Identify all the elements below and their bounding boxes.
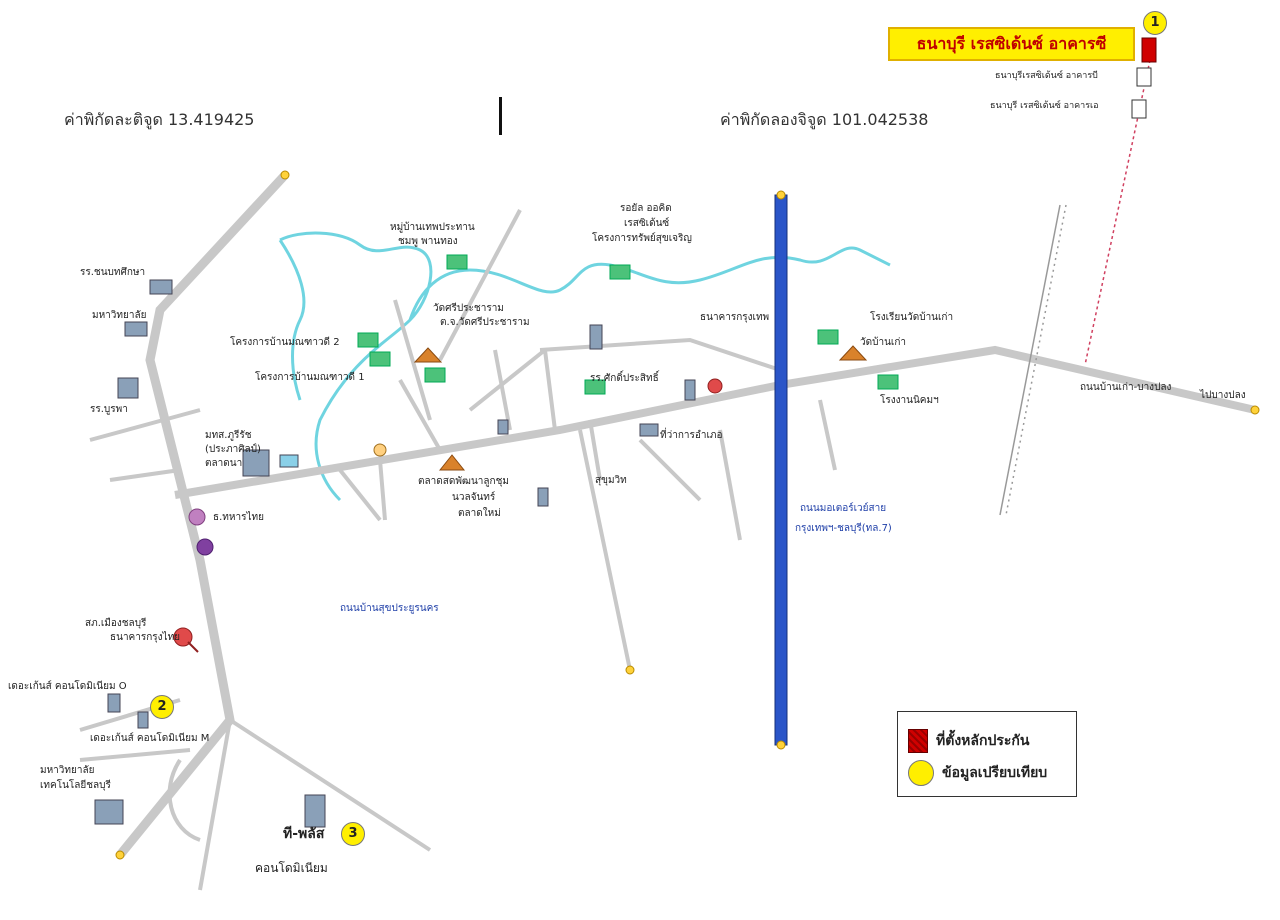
label-market: ตลาดสดพัฒนาลูกชุม <box>418 476 509 487</box>
legend-compare-swatch <box>908 760 934 786</box>
label-temple-bankao: วัดบ้านเก่า <box>860 337 906 348</box>
label-ms: มทส.ภูรีรัช <box>205 430 252 441</box>
pin-3: 3 <box>341 822 365 846</box>
label-temple-area: (ประภาศิลป์) <box>205 444 261 455</box>
label-tplus-2: คอนโดมิเนียม <box>255 861 328 875</box>
legend-row-compare: ข้อมูลเปรียบเทียบ <box>908 760 1047 786</box>
route-to-subject <box>1084 59 1151 366</box>
label-office: ตลาดนา <box>205 458 243 469</box>
divider <box>499 97 502 135</box>
label-school-mid: รร.ศักดิ์ประสิทธิ์ <box>590 373 659 384</box>
label-village-b: ชมพู พานทอง <box>398 236 458 247</box>
label-school-bankao: โรงเรียนวัดบ้านเก่า <box>870 312 954 323</box>
road-sukhumvit <box>116 171 289 858</box>
legend: ที่ตั้งหลักประกัน ข้อมูลเปรียบเทียบ <box>897 711 1077 797</box>
label-market-3: ตลาดใหม่ <box>458 508 501 519</box>
label-motorway-2: กรุงเทพฯ-ชลบุรี(ทล.7) <box>795 523 892 534</box>
subject-marker <box>1141 37 1157 63</box>
latitude-label: ค่าพิกัดละติจูด 13.419425 <box>64 110 255 129</box>
label-building-a: ธนาบุรี เรสซิเด้นซ์ อาคารเอ <box>990 101 1099 111</box>
housing-icons <box>357 254 899 395</box>
label-road-center: ถนนบ้านสุขประยูรนคร <box>340 603 439 614</box>
label-sap-project: โครงการทรัพย์สุขเจริญ <box>592 233 692 244</box>
legend-subject-swatch <box>908 729 928 753</box>
label-building-b: ธนาบุรีเรสซิเด้นซ์ อาคารบี <box>995 71 1098 81</box>
label-road-bankao: ถนนบ้านเก่า-บางปลง <box>1080 382 1172 393</box>
label-road-center-2: สุขุมวิท <box>595 475 627 486</box>
label-condo-m: เดอะเก้นส์ คอนโดมิเนียม M <box>90 733 210 744</box>
label-royal: รอยัล ออคิด <box>620 203 672 214</box>
label-bangkok-bank: ธนาคารกรุงเทพ <box>700 312 770 323</box>
label-condo-o: เดอะเก้นส์ คอนโดมิเนียม O <box>8 681 127 692</box>
river <box>278 231 891 502</box>
subject-title: ธนาบุรี เรสซิเด้นซ์ อาคารซี <box>888 27 1135 61</box>
legend-compare-label: ข้อมูลเปรียบเทียบ <box>942 765 1048 781</box>
poi-red-icons <box>173 378 723 653</box>
label-police-2: ธนาคารกรุงไทย <box>110 632 181 643</box>
label-project-b: โครงการบ้านมณฑาวดี 1 <box>255 372 365 383</box>
label-residence: เรสซิเด้นซ์ <box>624 218 670 229</box>
label-project-a: โครงการบ้านมณฑาวดี 2 <box>230 337 340 348</box>
label-school2: มหาวิทยาลัย <box>92 310 147 321</box>
label-police: สภ.เมืองชลบุรี <box>85 618 147 629</box>
pin-2: 2 <box>150 695 174 719</box>
label-tplus: ที-พลัส <box>283 826 325 842</box>
label-market-2: นวลจันทร์ <box>452 492 496 503</box>
label-district-office: ที่ว่าการอำเภอ <box>660 430 723 441</box>
label-village: หมู่บ้านเทพประทาน <box>390 222 475 233</box>
temple-icons <box>413 345 868 471</box>
label-motorway: ถนนมอเตอร์เวย์สาย <box>800 503 887 514</box>
motorway <box>774 194 788 746</box>
label-bank: ธ.ทหารไทย <box>213 512 264 523</box>
railway <box>999 204 1067 516</box>
pin-1: 1 <box>1143 11 1167 35</box>
secondary-roads <box>79 209 837 891</box>
label-wat: วัดศรีประชาราม <box>433 303 504 314</box>
label-school3: รร.บูรพา <box>90 404 128 415</box>
longitude-label: ค่าพิกัดลองจิจูด 101.042538 <box>720 110 929 129</box>
label-to-bangpakong: ไปบางปลง <box>1200 390 1246 401</box>
label-uni-2: เทคโนโลยีชลบุรี <box>40 780 111 791</box>
label-uni: มหาวิทยาลัย <box>40 765 95 776</box>
legend-subject-label: ที่ตั้งหลักประกัน <box>936 733 1030 749</box>
label-factory: โรงงานนิคมฯ <box>880 395 939 406</box>
label-wat-b: ต.จ.วัดศรีประชาราม <box>440 317 530 328</box>
legend-row-subject: ที่ตั้งหลักประกัน <box>908 728 1029 754</box>
building-icons <box>94 279 696 828</box>
label-school1: รร.ชนบทศึกษา <box>80 267 146 278</box>
